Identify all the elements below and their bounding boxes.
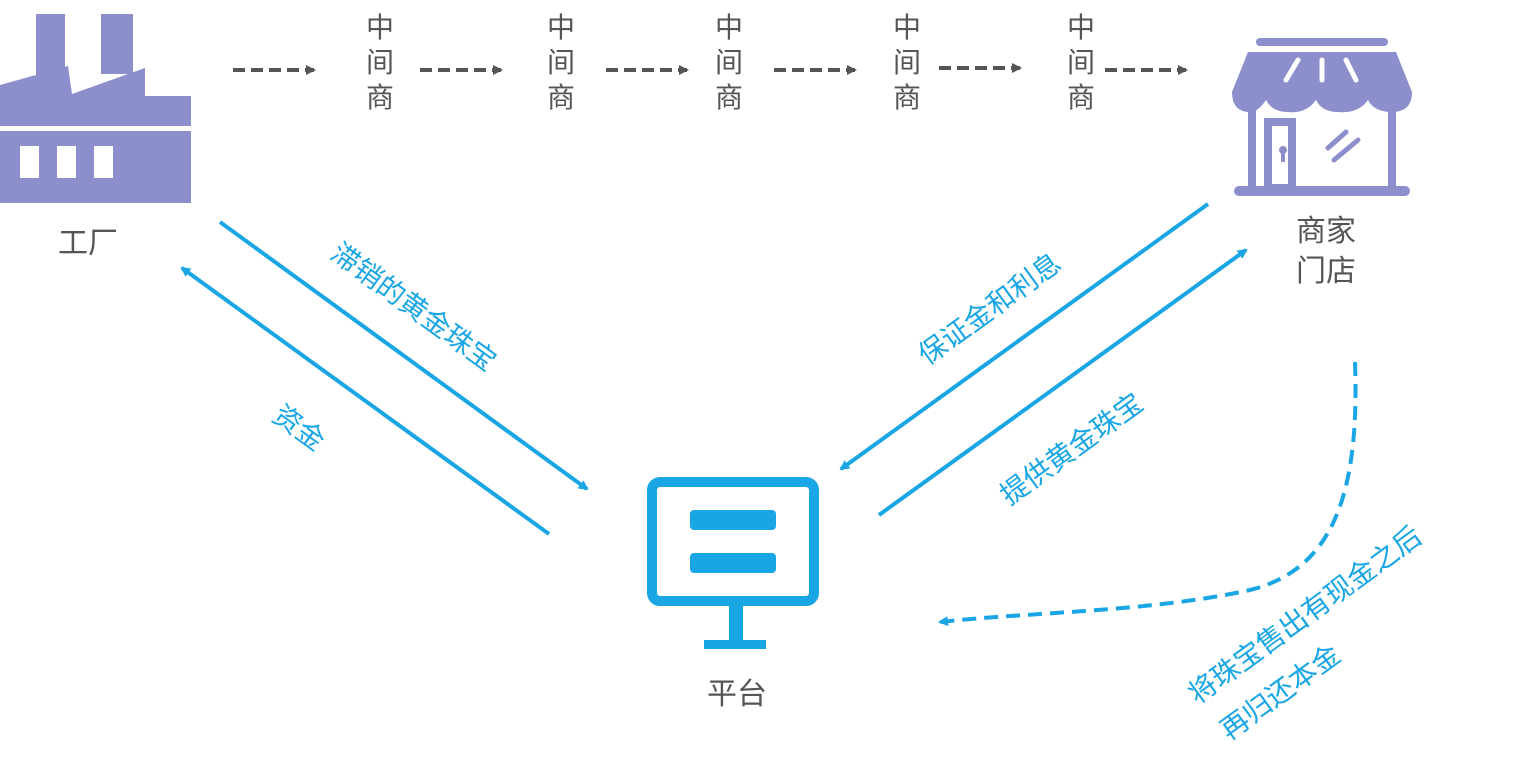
platform-label: 平台: [707, 677, 767, 712]
arrow-store-repay-dashed: [938, 361, 1358, 627]
intermediary-3: 中 间 商: [714, 11, 743, 114]
intermediary-2: 中 间 商: [546, 11, 575, 114]
monitor-icon: [647, 477, 819, 649]
arrow-factory-to-platform: [218, 220, 589, 491]
flow-arrows: [180, 202, 1358, 627]
intermediary-5: 中 间 商: [1066, 11, 1095, 114]
supply-chain-arrows: [233, 63, 1188, 75]
storefront-icon: [1232, 38, 1412, 196]
arrow-platform-to-factory: [180, 266, 551, 536]
intermediary-4: 中 间 商: [892, 11, 921, 114]
factory-label: 工厂: [58, 226, 118, 261]
factory-icon: [0, 14, 191, 203]
store-label-line2: 门店: [1296, 254, 1356, 289]
arrow-platform-to-store: [877, 248, 1248, 517]
intermediary-1: 中 间 商: [365, 11, 394, 114]
store-label-line1: 商家: [1296, 214, 1356, 249]
arrow-store-to-platform: [839, 202, 1210, 471]
